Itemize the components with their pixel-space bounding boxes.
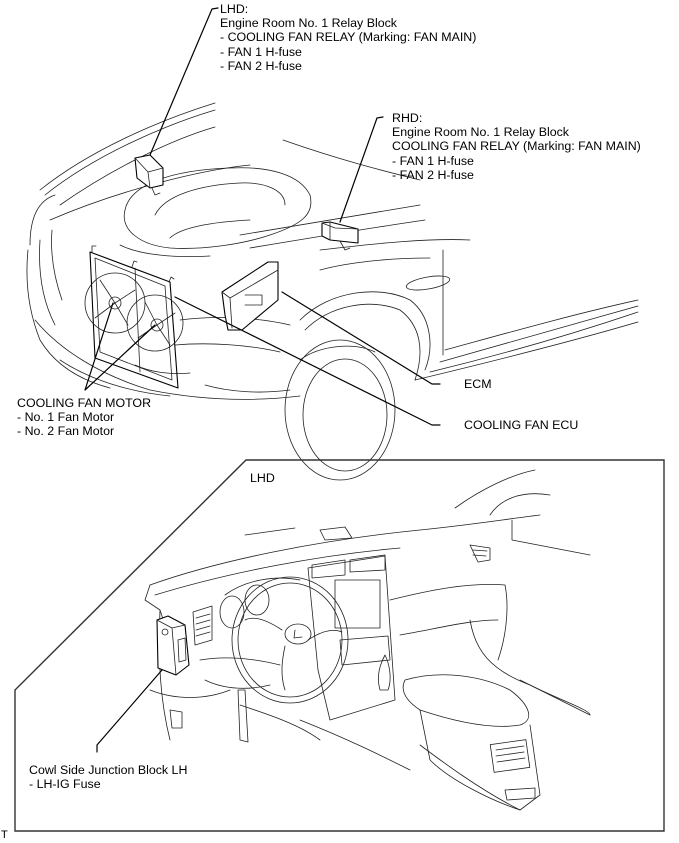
callout-line: - No. 1 Fan Motor [17, 410, 115, 425]
callout-line: COOLING FAN RELAY (Marking: FAN MAIN) [392, 139, 641, 154]
callout-line: - FAN 2 H-fuse [392, 167, 474, 182]
callout-heading: RHD: [392, 111, 423, 125]
ecm-callout: ECM [464, 377, 492, 391]
callout-line: - LH-IG Fuse [29, 777, 101, 792]
lhd-relay-block-callout: LHD: Engine Room No. 1 Relay Block - COO… [220, 2, 476, 73]
cooling-fan-motor-callout: COOLING FAN MOTOR - No. 1 Fan Motor - No… [17, 396, 151, 439]
fan-motor-leader-line [84, 302, 156, 391]
callout-line: - No. 2 Fan Motor [17, 424, 115, 439]
cooling-fan-ecu-part [221, 261, 279, 331]
cowl-side-junction-block [156, 615, 190, 676]
interior-panel-label: LHD [250, 471, 275, 485]
ecm-leader-line [281, 291, 441, 385]
callout-line: - FAN 1 H-fuse [220, 44, 302, 59]
cooling-fan-assembly [84, 245, 184, 389]
callout-heading: LHD: [220, 2, 249, 16]
cooling-fan-ecu-callout: COOLING FAN ECU [464, 418, 578, 432]
rhd-relay-leader-line [339, 116, 384, 223]
callout-heading: COOLING FAN MOTOR [17, 396, 152, 410]
callout-heading: COOLING FAN ECU [464, 418, 579, 432]
interior-view-frame [14, 459, 665, 832]
cowl-side-junction-block-callout: Cowl Side Junction Block LH - LH-IG Fuse [29, 763, 187, 791]
dashboard-drawing [144, 469, 591, 811]
rhd-relay-block-callout: RHD: Engine Room No. 1 Relay Block COOLI… [392, 111, 641, 182]
callout-line: Engine Room No. 1 Relay Block [392, 125, 569, 140]
car-exterior-drawing [26, 102, 639, 481]
callout-line: - FAN 2 H-fuse [220, 58, 302, 73]
corner-mark: T [1, 829, 8, 841]
callout-heading: ECM [464, 377, 492, 391]
lhd-relay-block [134, 154, 164, 196]
fan-ecu-leader-line [174, 296, 441, 426]
callout-line: - COOLING FAN RELAY (Marking: FAN MAIN) [220, 30, 477, 45]
callout-heading: Cowl Side Junction Block LH [29, 763, 188, 777]
junction-block-leader-line [96, 669, 163, 753]
callout-line: Engine Room No. 1 Relay Block [220, 16, 397, 31]
rhd-relay-block [321, 221, 359, 251]
lhd-relay-leader-line [149, 7, 219, 156]
callout-line: - FAN 1 H-fuse [392, 153, 474, 168]
